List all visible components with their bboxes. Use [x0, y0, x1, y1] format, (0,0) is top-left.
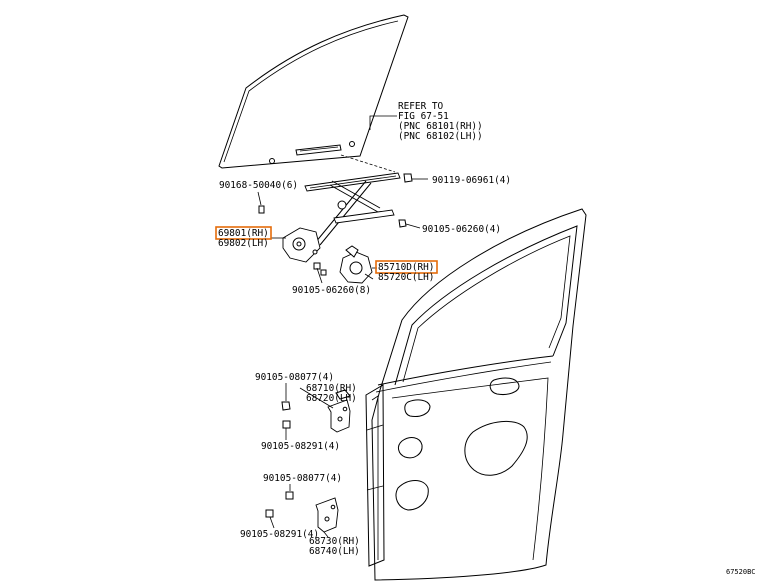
callout-90105-06260-8[interactable]: 90105-06260(8) [292, 285, 371, 296]
callout-90105-08077-upper[interactable]: 90105-08077(4) [255, 372, 334, 383]
callout-68720-lh[interactable]: 68720(LH) [306, 393, 357, 404]
note-line-1: REFER TO [398, 101, 444, 112]
lower-door-hinge [315, 497, 339, 533]
regulator-motor [339, 245, 374, 284]
callout-90105-06260-4[interactable]: 90105-06260(4) [422, 224, 501, 235]
callout-68710-rh[interactable]: 68710(RH) [306, 383, 357, 394]
callout-69802-lh[interactable]: 69802(LH) [218, 238, 269, 249]
callout-69801-rh[interactable]: 69801(RH) [218, 228, 269, 239]
callout-90168-50040[interactable]: 90168-50040(6) [219, 180, 298, 191]
note-line-3: (PNC 68101(RH)) [398, 121, 483, 132]
window-regulator [282, 172, 401, 263]
callout-90119-06961[interactable]: 90119-06961(4) [432, 175, 511, 186]
upper-door-hinge [327, 389, 351, 433]
note-leader [369, 115, 397, 130]
highlight-85710d [375, 260, 438, 274]
callout-68740-lh[interactable]: 68740(LH) [309, 546, 360, 557]
callout-85720c-lh[interactable]: 85720C(LH) [378, 272, 434, 283]
note-line-4: (PNC 68102(LH)) [398, 131, 483, 142]
callout-90105-08291-upper[interactable]: 90105-08291(4) [261, 441, 340, 452]
hinge-bolts [265, 401, 294, 518]
leader-lines [257, 178, 428, 538]
figure-code: 67520BC [726, 568, 756, 576]
highlight-69801 [215, 226, 272, 240]
callout-85710d-rh[interactable]: 85710D(RH) [378, 262, 434, 273]
callout-68730-rh[interactable]: 68730(RH) [309, 536, 360, 547]
reference-note: REFER TO FIG 67-51 (PNC 68101(RH)) (PNC … [398, 101, 483, 142]
regulator-bolts [258, 173, 413, 276]
note-line-2: FIG 67-51 [398, 111, 449, 122]
callout-90105-08291-lower[interactable]: 90105-08291(4) [240, 529, 319, 540]
door-glass [218, 14, 409, 169]
door-shell [365, 208, 587, 581]
callout-90105-08077-lower[interactable]: 90105-08077(4) [263, 473, 342, 484]
